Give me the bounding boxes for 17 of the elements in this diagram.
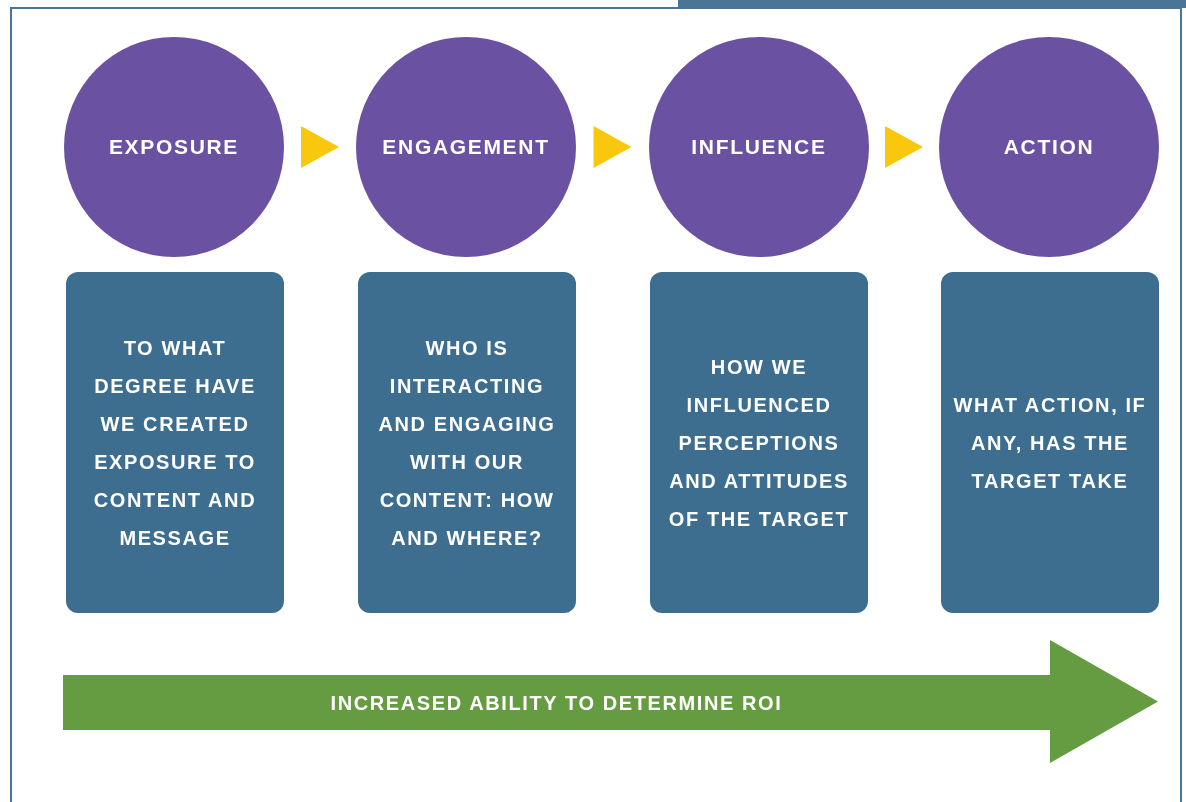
description-text: HOW WE INFLUENCED PERCEPTIONS AND ATTITUDES OF THE TARGET [667, 354, 851, 532]
description-box [650, 272, 868, 613]
arrow [593, 126, 632, 168]
progress-arrow [63, 640, 1158, 763]
description-text: WHAT ACTION, IF ANY, HAS THE TARGET TAKE [952, 392, 1148, 494]
stage-title: EXPOSURE [108, 134, 240, 161]
arrow [301, 126, 339, 168]
stage-title: ENGAGEMENT [382, 134, 550, 161]
description-box [941, 272, 1159, 613]
description-text: TO WHAT DEGREE HAVE WE CREATED EXPOSURE TO CONTENT AND MESSAGE [92, 335, 258, 551]
description-box [358, 272, 576, 613]
arrow-label: INCREASED ABILITY TO DETERMINE ROI [330, 690, 783, 716]
description-box [66, 272, 284, 613]
stage-title: INFLUENCE [691, 134, 827, 161]
stage-title: ACTION [1003, 134, 1095, 161]
arrow [885, 126, 923, 168]
description-text: WHO IS INTERACTING AND ENGAGING WITH OUR CONTENT: HOW AND WHERE? [377, 335, 557, 551]
